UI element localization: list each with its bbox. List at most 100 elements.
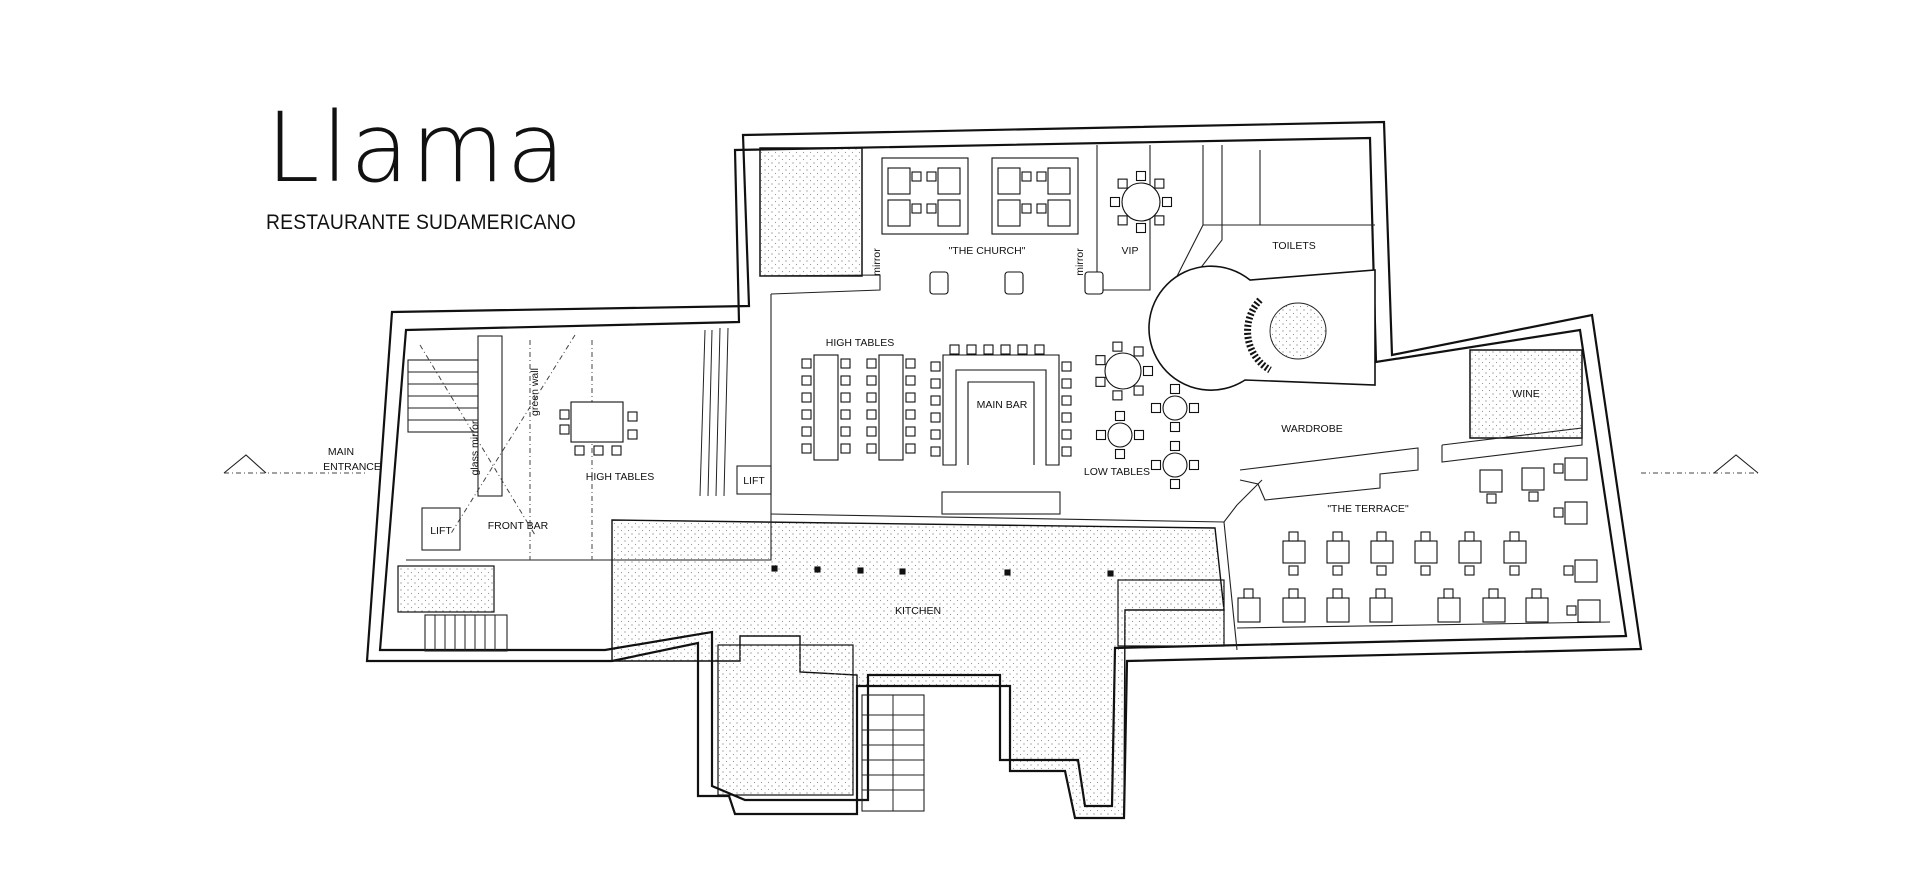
chair	[1133, 429, 1145, 441]
chair	[930, 429, 941, 440]
chair	[1114, 448, 1126, 460]
terrace-table	[1458, 540, 1482, 564]
chair	[1243, 588, 1254, 599]
terrace-table	[1482, 597, 1506, 623]
terrace-table	[1282, 597, 1306, 623]
kitchen-area	[611, 519, 1225, 819]
building-walls	[365, 120, 1643, 820]
vip-round-table	[1121, 182, 1161, 222]
label-green-wall: green wall	[529, 368, 541, 416]
logo-subtitle: RESTAURANTE SUDAMERICANO	[266, 211, 576, 234]
chair	[1021, 203, 1032, 214]
chair	[866, 443, 877, 454]
label-main-entrance-2: ENTRANCE	[323, 461, 381, 473]
chair	[1332, 588, 1343, 599]
chair	[1061, 412, 1072, 423]
chair	[866, 358, 877, 369]
chair	[840, 375, 851, 386]
column	[899, 568, 906, 575]
chair	[1443, 588, 1454, 599]
church-booth	[991, 157, 1079, 235]
main-bar-counter	[942, 354, 1060, 466]
section-marker-right	[1641, 454, 1759, 474]
chair	[905, 409, 916, 420]
chair	[1036, 171, 1047, 182]
front-storage	[397, 565, 495, 613]
chair	[1109, 196, 1121, 208]
terrace-table	[1564, 501, 1588, 525]
chair	[593, 445, 604, 456]
terrace-table	[1525, 597, 1549, 623]
chair	[1161, 196, 1173, 208]
label-the-terrace: "THE TERRACE"	[1327, 503, 1409, 515]
chair	[1420, 531, 1431, 542]
chair	[801, 358, 812, 369]
chair	[1036, 203, 1047, 214]
wine-room	[1469, 349, 1583, 439]
chair	[1420, 565, 1431, 576]
chair	[559, 424, 570, 435]
chair	[801, 409, 812, 420]
chair	[1566, 605, 1577, 616]
chair	[1061, 361, 1072, 372]
round-table	[1104, 352, 1142, 390]
terrace-table	[1437, 597, 1461, 623]
church-table	[997, 199, 1021, 227]
service-corridor	[1117, 579, 1225, 647]
logo-wordmark: Llama	[266, 92, 568, 204]
label-mirror-left: mirror	[871, 248, 883, 276]
chair	[1061, 395, 1072, 406]
chair	[1464, 531, 1475, 542]
column	[771, 565, 778, 572]
terrace-table	[1326, 540, 1350, 564]
chair	[1117, 178, 1128, 189]
terrace-table	[1414, 540, 1438, 564]
terrace-table	[1369, 597, 1393, 623]
room-labels: MAIN ENTRANCE HIGH TABLES FRONT BAR LIFT…	[323, 240, 1540, 617]
chair	[911, 203, 922, 214]
chair	[1169, 478, 1181, 490]
chair	[1486, 493, 1497, 504]
label-kitchen: KITCHEN	[895, 605, 941, 617]
armchair	[1004, 271, 1024, 295]
chair	[1095, 355, 1106, 366]
front-stairs	[408, 371, 478, 421]
chair	[1376, 531, 1387, 542]
column	[1004, 569, 1011, 576]
armchair	[929, 271, 949, 295]
armchair	[1084, 271, 1104, 295]
chair	[1021, 171, 1032, 182]
hatched-areas	[397, 147, 1583, 819]
chair	[930, 378, 941, 389]
chair	[930, 446, 941, 457]
chair	[926, 203, 937, 214]
chair	[840, 426, 851, 437]
chair	[1150, 402, 1162, 414]
chair	[627, 411, 638, 422]
furniture	[559, 157, 1601, 623]
lift-back-box	[736, 465, 772, 495]
column	[814, 566, 821, 573]
label-lift-front: LIFT	[430, 525, 452, 537]
chair	[949, 344, 960, 355]
chair	[905, 358, 916, 369]
chair	[1133, 346, 1144, 357]
chair	[801, 392, 812, 403]
chair	[1188, 402, 1200, 414]
chair	[1509, 565, 1520, 576]
chair	[1061, 429, 1072, 440]
label-vip: VIP	[1122, 245, 1139, 257]
column	[1107, 570, 1114, 577]
chair	[1117, 215, 1128, 226]
chair	[1531, 588, 1542, 599]
chair	[1288, 565, 1299, 576]
church-table	[997, 167, 1021, 195]
terrace-table	[1574, 559, 1598, 583]
chair	[930, 412, 941, 423]
terrace-table	[1326, 597, 1350, 623]
chair	[1135, 170, 1147, 182]
terrace-table	[1370, 540, 1394, 564]
label-lift-back: LIFT	[743, 475, 765, 487]
chair	[574, 445, 585, 456]
chair	[801, 426, 812, 437]
